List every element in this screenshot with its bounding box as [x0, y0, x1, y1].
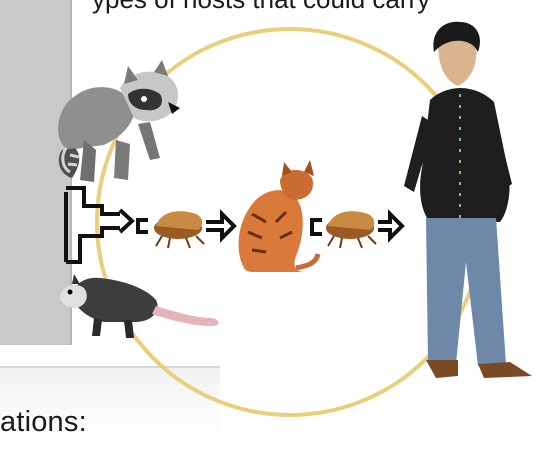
branch-connector-icon [64, 186, 135, 264]
arrow-icon [378, 209, 405, 243]
flea-icon [326, 211, 377, 249]
man-icon [404, 21, 532, 378]
caption-panel [0, 366, 220, 451]
arrow-icon [136, 218, 148, 234]
raccoon-icon [58, 60, 180, 182]
cat-icon [238, 160, 321, 272]
caption-text: ations: [0, 406, 87, 438]
arrow-icon [206, 209, 237, 243]
header-text: ypes of hosts that could carry [92, 0, 430, 12]
arrow-icon [310, 218, 322, 236]
flea-icon [154, 211, 205, 249]
opossum-icon [60, 274, 219, 338]
